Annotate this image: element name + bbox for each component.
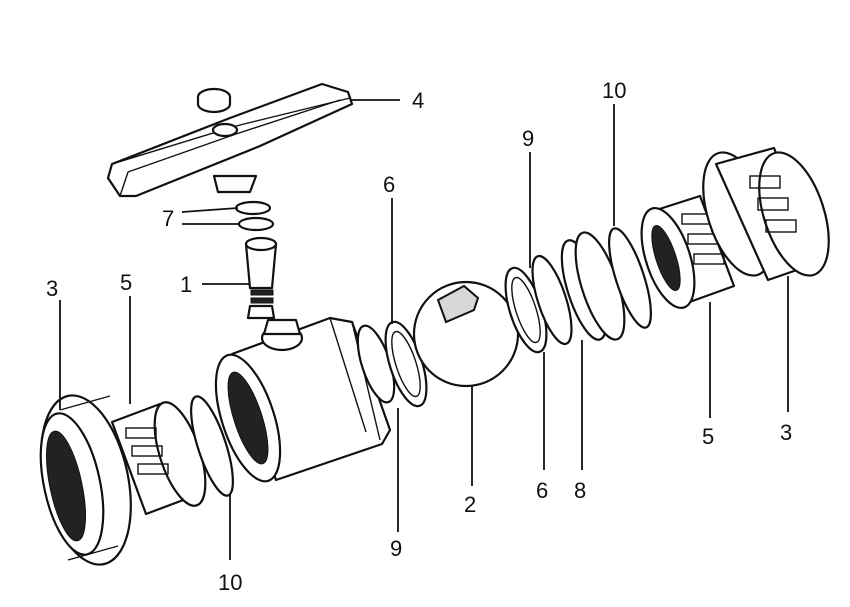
left-end-connector — [110, 401, 207, 516]
valve-body — [214, 316, 392, 483]
left-seal-ring — [190, 395, 234, 497]
callout-4: 4 — [412, 88, 424, 113]
leader-lines — [59, 99, 789, 560]
right-end-connector — [640, 194, 736, 310]
callout-3-left: 3 — [46, 276, 58, 301]
callout-2: 2 — [464, 492, 476, 517]
stem-part — [244, 236, 278, 320]
callout-5-right: 5 — [702, 424, 714, 449]
handle-part — [106, 82, 354, 198]
callout-8: 8 — [574, 478, 586, 503]
right-seat-rings — [504, 227, 652, 354]
callout-9-top: 9 — [522, 126, 534, 151]
callout-9-bottom: 9 — [390, 536, 402, 561]
callout-1: 1 — [180, 272, 192, 297]
callout-5-left: 5 — [120, 270, 132, 295]
stem-o-rings — [234, 200, 275, 232]
callout-10-bottom: 10 — [218, 570, 242, 595]
ball-part — [412, 280, 520, 388]
callout-3-right: 3 — [780, 420, 792, 445]
callout-6-top: 6 — [383, 172, 395, 197]
callout-10-top: 10 — [602, 78, 626, 103]
callout-6-bottom: 6 — [536, 478, 548, 503]
right-union-nut — [702, 146, 830, 282]
callout-labels: 4 7 1 3 5 10 6 9 2 9 6 8 10 5 3 — [46, 78, 792, 595]
left-union-nut — [39, 394, 132, 566]
callout-7: 7 — [162, 206, 174, 231]
